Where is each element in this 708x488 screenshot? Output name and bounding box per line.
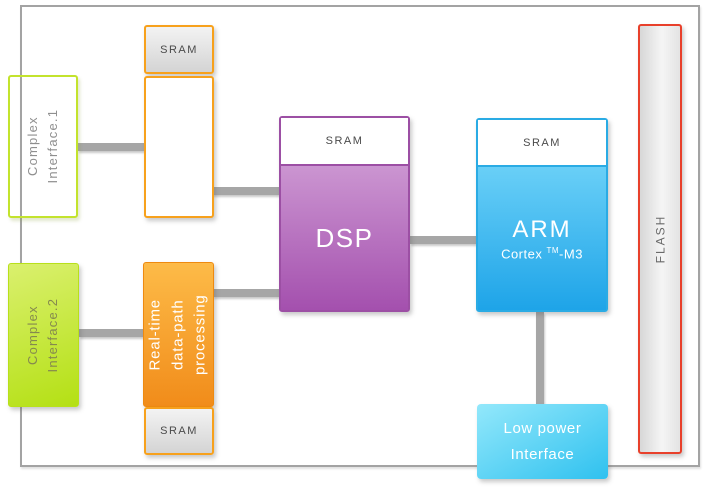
complex-interface-2-line2: Interface.2 bbox=[45, 297, 61, 373]
connector-dsp-arm bbox=[410, 236, 476, 244]
sram-top-block: SRAM bbox=[144, 25, 214, 74]
connector-arm-lowpower bbox=[536, 312, 544, 405]
dsp-block: SRAM DSP bbox=[279, 116, 410, 312]
arm-sram-label: SRAM bbox=[523, 136, 561, 149]
arm-cortex-suffix: -M3 bbox=[559, 246, 583, 262]
connector-buffer-dsp bbox=[212, 187, 279, 195]
sram-top-label: SRAM bbox=[160, 43, 198, 56]
arm-label: ARM bbox=[512, 215, 572, 243]
connector-ci1-buffer bbox=[78, 143, 144, 151]
low-power-interface-block: Low power Interface bbox=[477, 404, 608, 479]
realtime-line2: data-path bbox=[169, 299, 187, 370]
system-boundary bbox=[20, 5, 700, 467]
arm-block: SRAM ARM Cortex TM-M3 bbox=[476, 118, 608, 312]
complex-interface-1-line1: Complex bbox=[24, 116, 40, 177]
flash-block: FLASH bbox=[638, 24, 682, 454]
complex-interface-2-line1: Complex bbox=[25, 305, 41, 365]
complex-interface-2-block: Complex Interface.2 bbox=[8, 263, 79, 407]
complex-interface-1-line2: Interface.1 bbox=[45, 109, 61, 184]
low-power-interface-label: Low power Interface bbox=[504, 416, 582, 467]
realtime-line3: processing bbox=[191, 294, 209, 375]
realtime-processing-label: Real-time data-path processing bbox=[144, 263, 213, 406]
arm-sram-header: SRAM bbox=[478, 120, 606, 167]
dsp-sram-label: SRAM bbox=[325, 135, 364, 147]
realtime-line1: Real-time bbox=[146, 298, 164, 371]
arm-cortex-prefix: Cortex bbox=[501, 246, 547, 262]
arm-body: ARM Cortex TM-M3 bbox=[478, 167, 606, 310]
flash-label-wrap: FLASH bbox=[640, 26, 680, 452]
realtime-processing-block: Real-time data-path processing bbox=[143, 262, 214, 407]
flash-label: FLASH bbox=[653, 214, 667, 264]
dsp-sram-header: SRAM bbox=[281, 118, 408, 166]
dsp-label: DSP bbox=[315, 222, 374, 253]
dsp-body: DSP bbox=[281, 166, 408, 310]
low-power-line1: Low power bbox=[503, 420, 582, 437]
complex-interface-1-block: Complex Interface.1 bbox=[8, 75, 78, 218]
connector-ci2-realtime bbox=[79, 329, 143, 337]
buffer-block bbox=[144, 76, 214, 218]
sram-bottom-label: SRAM bbox=[160, 425, 198, 437]
arm-cortex-sublabel: Cortex TM-M3 bbox=[501, 246, 583, 261]
sram-bottom-block: SRAM bbox=[144, 407, 214, 455]
complex-interface-2-label: Complex Interface.2 bbox=[9, 264, 78, 406]
complex-interface-1-label: Complex Interface.1 bbox=[10, 77, 76, 216]
connector-realtime-dsp bbox=[213, 289, 279, 297]
arm-cortex-tm: TM bbox=[546, 245, 560, 255]
low-power-line2: Interface bbox=[510, 445, 575, 463]
